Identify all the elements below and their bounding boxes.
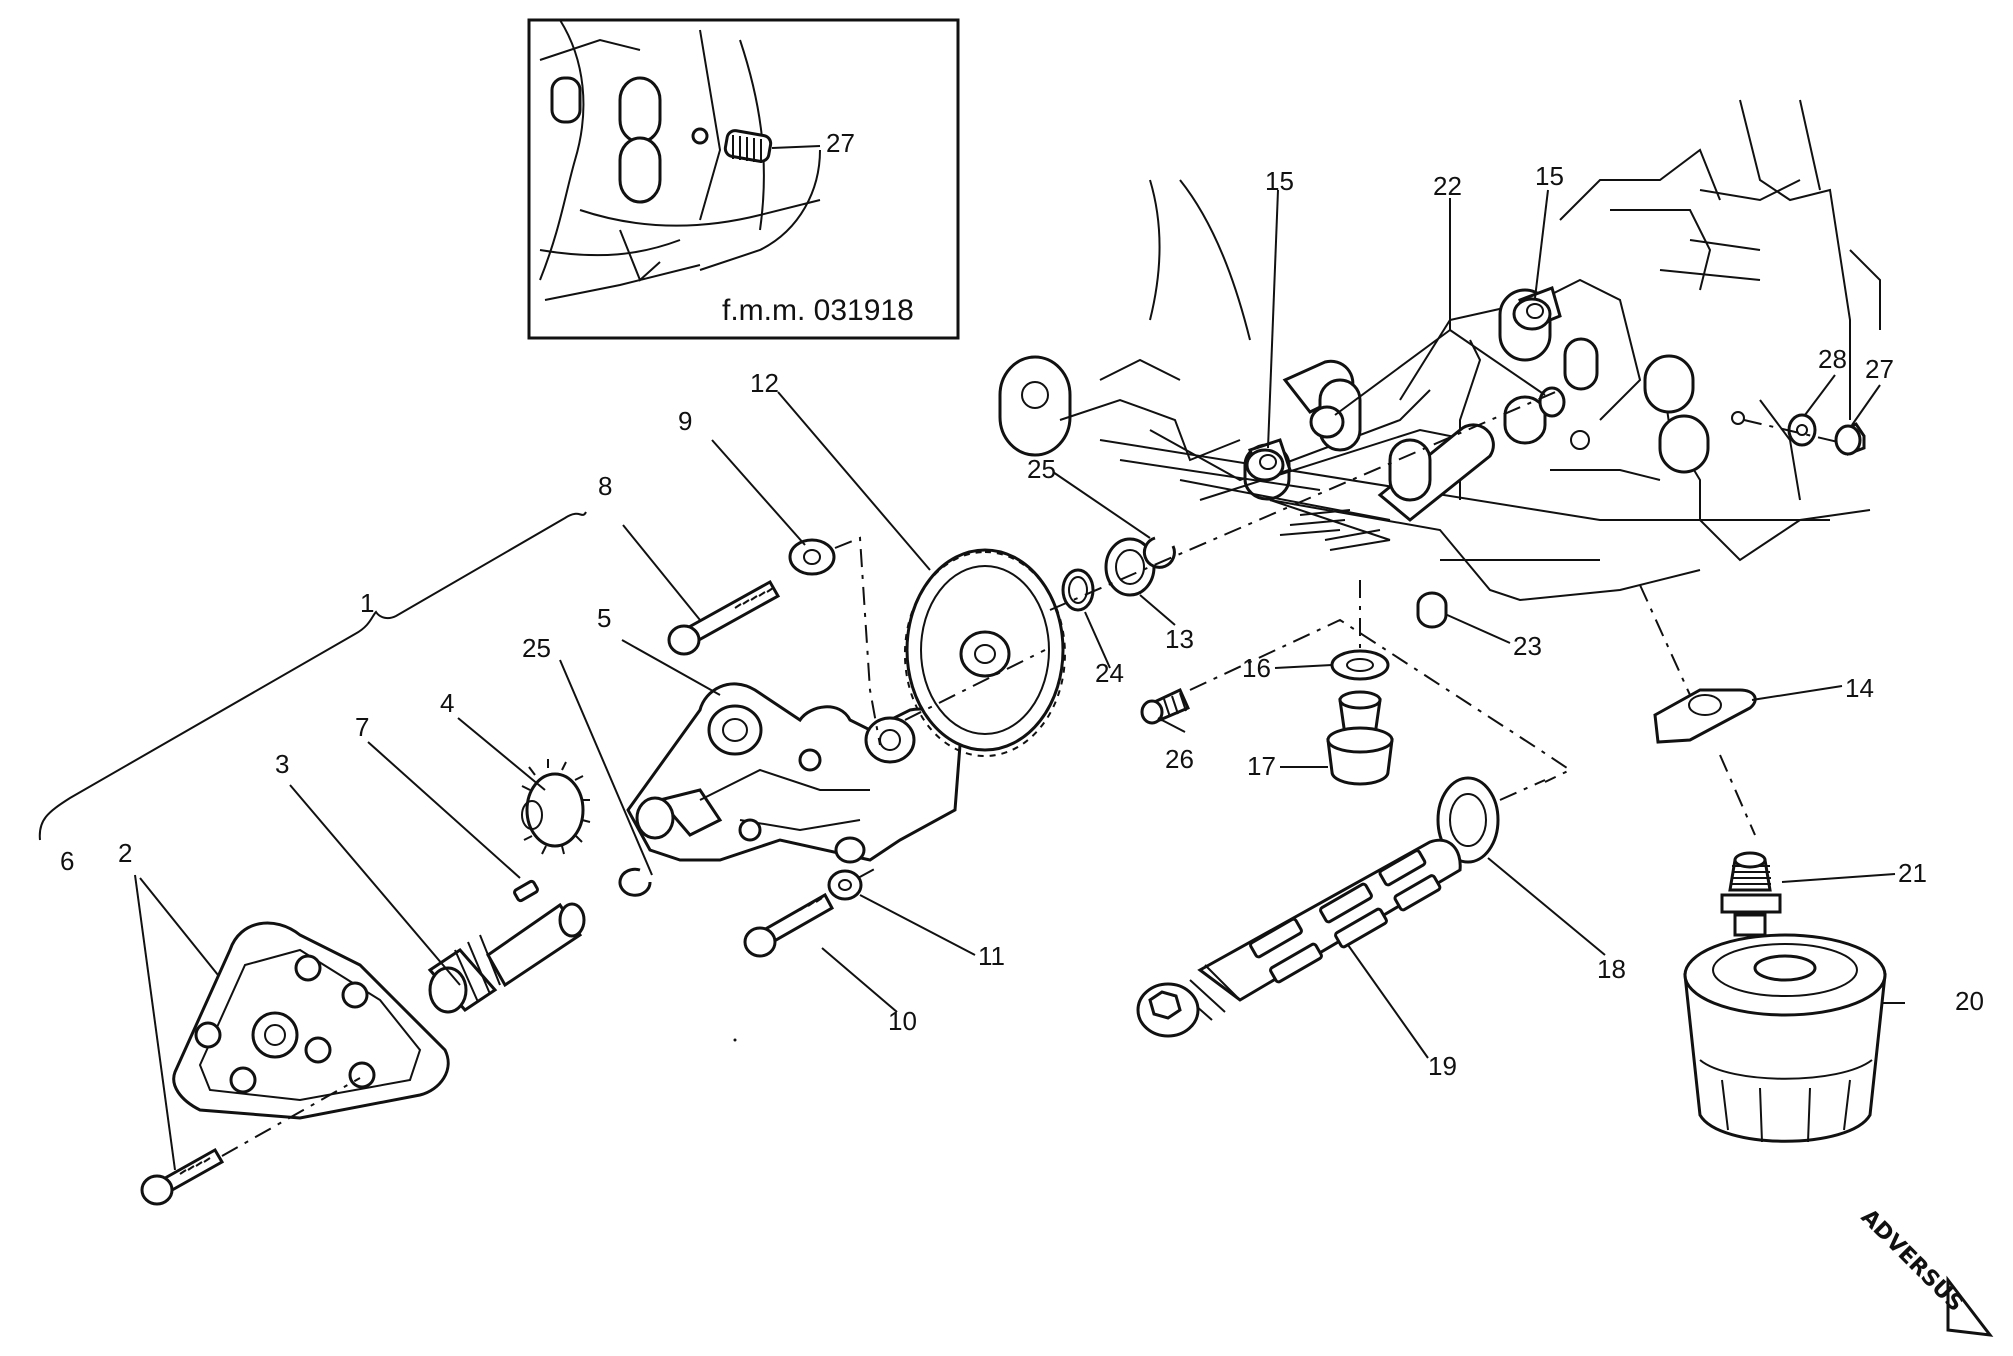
inset-reference-code: f.m.m. 031918 [722,294,914,327]
callout-9: 9 [678,406,692,436]
callout-14: 14 [1845,673,1874,703]
screw-8 [667,579,781,656]
callout-8: 8 [598,471,612,501]
washer-14 [1653,688,1757,744]
inset-frame [527,18,960,340]
callout-20: 20 [1955,986,1984,1016]
washer-11 [827,869,863,901]
seal-24 [1061,568,1095,612]
callout-22: 22 [1433,171,1462,201]
nipple-21 [1720,851,1782,937]
stray-dot [733,1038,737,1042]
callout-13: 13 [1165,624,1194,654]
callout-15-left: 15 [1265,166,1294,196]
callout-6: 6 [60,846,74,876]
callout-21: 21 [1898,858,1927,888]
pump-body [626,682,962,864]
screw-6 [140,1147,225,1206]
screen-mesh [1249,849,1442,984]
callout-27-right: 27 [1865,354,1894,384]
callout-18: 18 [1597,954,1626,984]
callout-26: 26 [1165,744,1194,774]
drain-plug-17 [1326,690,1394,786]
callout-5: 5 [597,603,611,633]
callout-3: 3 [275,749,289,779]
circlip-25-lower [618,867,652,897]
callout-16: 16 [1242,653,1271,683]
inset-detail: 27 f.m.m. 031918 [527,18,960,340]
key-7 [513,879,539,903]
brand-arrow-icon [1946,1275,1994,1337]
dowel-15-left [1245,438,1292,482]
spring-26 [1140,687,1190,725]
callout-19: 19 [1428,1051,1457,1081]
callout-25-upper: 25 [1027,454,1056,484]
callout-15-right: 15 [1535,161,1564,191]
inset-crankcase-drawing [539,19,821,301]
callout-23: 23 [1513,631,1542,661]
boss-left [998,355,1072,457]
bracket-kit-1 [38,511,587,841]
leader-lines [134,189,1905,1171]
dowel-15-right [1512,286,1562,331]
callout-1: 1 [360,588,374,618]
screen-filter-19 [1136,838,1462,1038]
callout-17: 17 [1247,751,1276,781]
pump-gear-4 [521,759,591,855]
crankcase-ribs [1279,509,1391,551]
callout-11: 11 [978,941,1005,971]
pump-cover [172,921,450,1120]
seal-18 [1436,776,1500,864]
oil-filter-20 [1683,933,1887,1143]
callout-10: 10 [888,1006,917,1036]
callout-25-lower: 25 [522,633,551,663]
callout-12: 12 [750,368,779,398]
plug-27-right [1834,422,1866,456]
washer-16 [1330,649,1390,681]
inset-callout-27: 27 [826,128,855,158]
callouts: 1 2 3 4 5 6 7 8 9 10 11 12 13 14 15 15 1… [60,161,1984,1081]
callout-24: 24 [1095,658,1124,688]
pump-drive-shaft [427,902,586,1014]
brand-logo-text: ADVERSUS [1856,1205,1968,1317]
callout-2: 2 [118,838,132,868]
callout-7: 7 [355,712,369,742]
plug-23 [1416,591,1448,629]
washer-9 [788,538,836,576]
washer-28 [1787,413,1817,447]
screw-10 [743,892,835,958]
callout-28: 28 [1818,344,1847,374]
inset-plug-27 [723,129,773,163]
callout-4: 4 [440,688,454,718]
brand-logo: ADVERSUS [1856,1205,1994,1337]
